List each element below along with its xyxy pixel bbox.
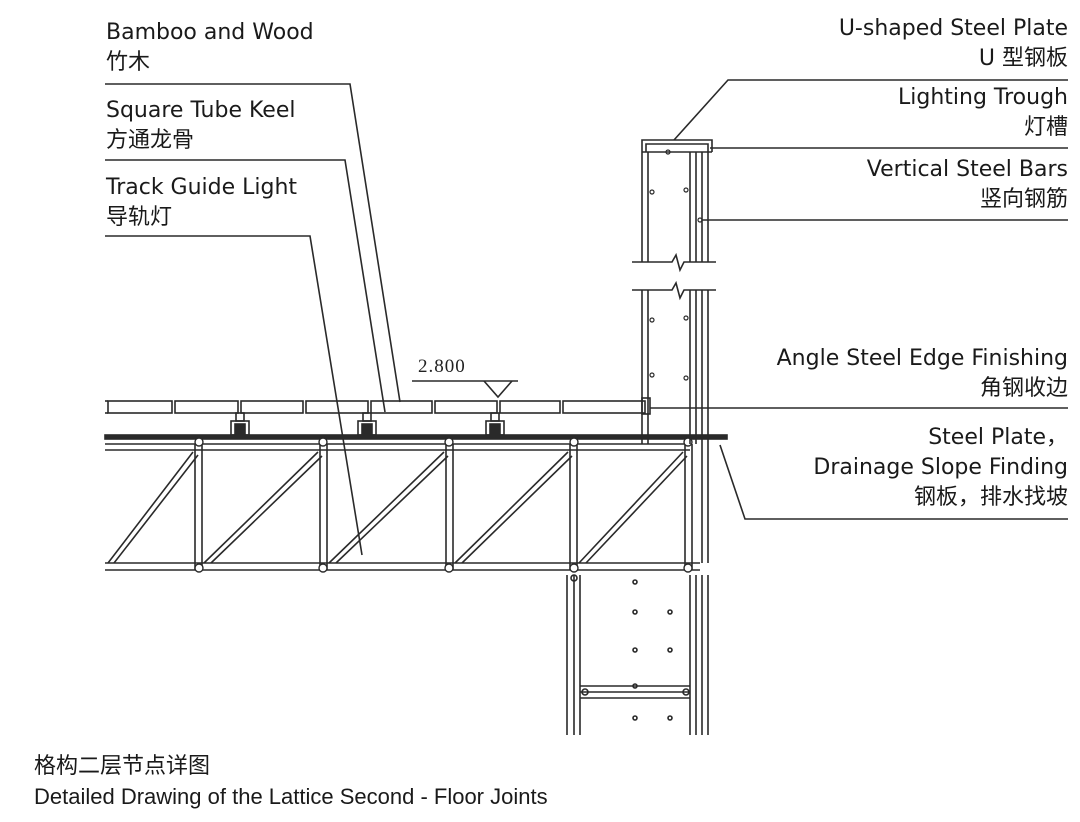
- label-lighting-trough-en: Lighting Trough: [898, 85, 1068, 110]
- label-steel-plate: Steel Plate， Drainage Slope Finding 钢板，排…: [813, 423, 1068, 513]
- label-bamboo-wood-en: Bamboo and Wood: [106, 20, 314, 45]
- label-steel-plate-zh: 钢板，排水找坡: [913, 485, 1068, 510]
- label-square-tube-keel-zh: 方通龙骨: [106, 128, 195, 153]
- label-square-tube-keel-en: Square Tube Keel: [106, 98, 296, 123]
- caption-en: Detailed Drawing of the Lattice Second -…: [34, 784, 548, 809]
- lattice-truss: [105, 443, 700, 571]
- label-bamboo-wood: Bamboo and Wood 竹木: [106, 18, 314, 78]
- leader-u-steel-plate: [673, 79, 1068, 141]
- label-u-steel-plate-en: U-shaped Steel Plate: [838, 16, 1068, 41]
- steel-plate: [104, 434, 728, 440]
- keel-supports: [230, 412, 505, 436]
- label-lighting-trough-zh: 灯槽: [1023, 115, 1068, 140]
- u-shaped-steel-plate: [641, 139, 713, 153]
- label-angle-steel-zh: 角钢收边: [979, 376, 1068, 401]
- label-track-guide-light-en: Track Guide Light: [106, 175, 298, 200]
- label-bamboo-wood-zh: 竹木: [106, 50, 151, 75]
- label-u-steel-plate-zh: U 型钢板: [978, 46, 1068, 71]
- caption-zh: 格构二层节点详图: [34, 753, 211, 778]
- label-vertical-steel-bars-zh: 竖向钢筋: [979, 187, 1068, 212]
- label-angle-steel: Angle Steel Edge Finishing 角钢收边: [777, 344, 1068, 404]
- deck-boards: [105, 400, 646, 414]
- vertical-column-upper: [632, 152, 716, 563]
- label-track-guide-light: Track Guide Light 导轨灯: [106, 173, 297, 233]
- truss-nodes: [194, 437, 693, 573]
- label-square-tube-keel: Square Tube Keel 方通龙骨: [106, 96, 296, 156]
- label-vertical-steel-bars-en: Vertical Steel Bars: [866, 157, 1068, 182]
- elevation-value: 2.800: [418, 356, 466, 377]
- label-u-steel-plate: U-shaped Steel Plate U 型钢板: [839, 14, 1068, 74]
- label-steel-plate-en2: Drainage Slope Finding: [813, 455, 1068, 480]
- label-lighting-trough: Lighting Trough 灯槽: [898, 83, 1068, 143]
- leader-square-tube-keel: [105, 159, 386, 413]
- leader-track-guide-light: [105, 235, 363, 556]
- leader-bamboo-wood: [105, 83, 401, 403]
- label-steel-plate-en: Steel Plate，: [928, 425, 1068, 450]
- elevation-marker: [412, 380, 518, 399]
- label-track-guide-light-zh: 导轨灯: [106, 205, 173, 230]
- label-angle-steel-en: Angle Steel Edge Finishing: [776, 346, 1068, 371]
- vertical-column-lower: [566, 574, 709, 735]
- angle-steel-edge: [641, 397, 651, 415]
- leader-steel-plate: [719, 444, 1068, 520]
- label-vertical-steel-bars: Vertical Steel Bars 竖向钢筋: [867, 155, 1068, 215]
- column-bar-dots: [649, 149, 703, 381]
